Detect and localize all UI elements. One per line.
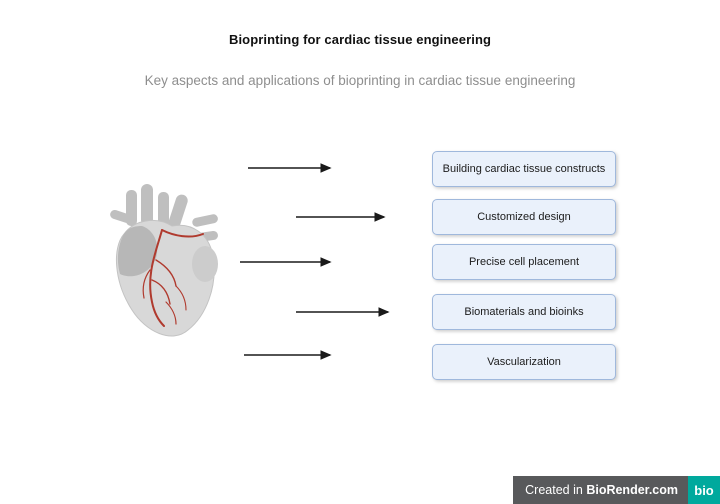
- aspect-box-biomaterials-bioinks: Biomaterials and bioinks: [432, 294, 616, 330]
- credit-prefix: Created in: [525, 483, 587, 497]
- aspect-box-label: Precise cell placement: [468, 256, 580, 268]
- credit-text: Created in BioRender.com: [513, 476, 688, 504]
- aspect-box-label: Building cardiac tissue constructs: [442, 163, 606, 175]
- aspect-box-precise-cell-placement: Precise cell placement: [432, 244, 616, 280]
- aspect-box-vascularization: Vascularization: [432, 344, 616, 380]
- aspect-box-customized-design: Customized design: [432, 199, 616, 235]
- page-subtitle: Key aspects and applications of bioprint…: [144, 73, 576, 88]
- biorender-logo-icon: bio: [688, 476, 720, 504]
- page-title: Bioprinting for cardiac tissue engineeri…: [228, 32, 492, 47]
- aspect-box-label: Customized design: [477, 211, 571, 223]
- aspect-box-label: Vascularization: [487, 356, 561, 368]
- aspect-box-label: Biomaterials and bioinks: [464, 306, 584, 318]
- credit-brand: BioRender.com: [586, 483, 678, 497]
- heart-illustration: [106, 182, 236, 352]
- biorender-credit-badge: Created in BioRender.com bio: [513, 476, 720, 504]
- anatomical-heart-icon: [110, 184, 218, 337]
- aspect-box-building-constructs: Building cardiac tissue constructs: [432, 151, 616, 187]
